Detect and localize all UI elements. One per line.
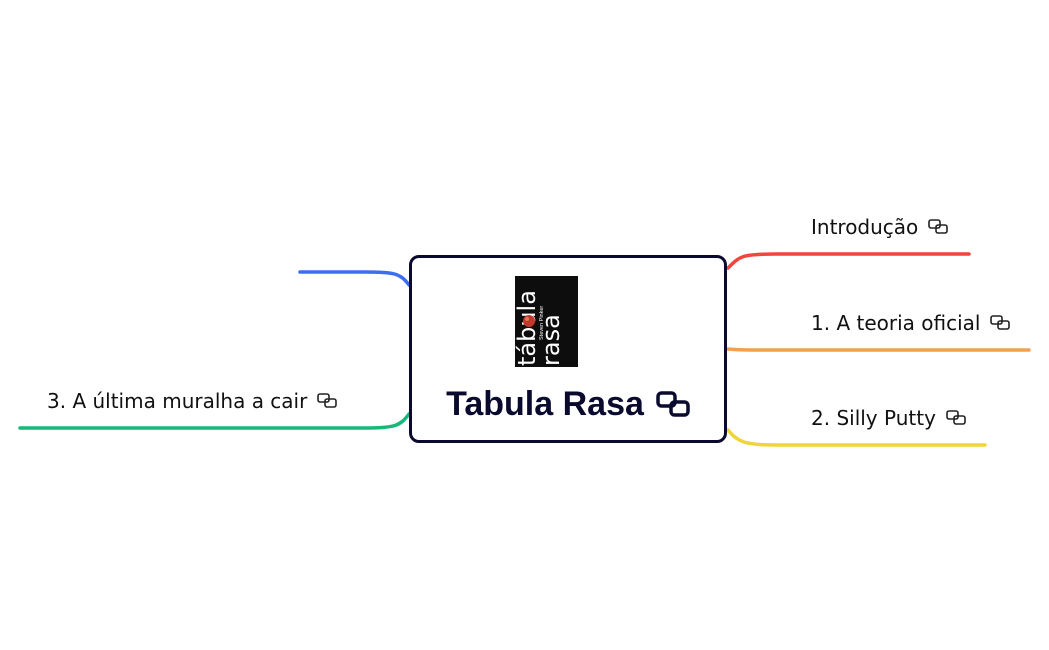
branch-label: 1. A teoria oficial	[811, 311, 981, 335]
branch-topic-ultima-muralha[interactable]: 3. A última muralha a cair	[47, 388, 338, 414]
central-title: Tabula Rasa	[412, 382, 724, 426]
link-icon[interactable]	[317, 393, 338, 409]
branch-topic-silly-putty[interactable]: 2. Silly Putty	[811, 405, 967, 431]
central-topic[interactable]: tábula rasa Steven Pinker Tabula Rasa	[409, 255, 727, 443]
branch-topic-introducao[interactable]: Introdução	[811, 214, 949, 240]
cover-red-ball	[523, 315, 535, 327]
cover-title-line1: tábula	[515, 290, 541, 366]
branch-label: 3. A última muralha a cair	[47, 389, 308, 413]
branch-line-silly-putty	[726, 428, 987, 447]
branch-line-introducao	[726, 252, 971, 270]
link-icon[interactable]	[946, 410, 967, 426]
branch-line-teoria-oficial	[726, 347, 1031, 352]
branch-line-blue	[298, 270, 411, 287]
cover-title-line2: rasa	[537, 314, 565, 366]
branch-label: Introdução	[811, 215, 919, 239]
book-cover-image: tábula rasa Steven Pinker	[515, 276, 578, 367]
link-icon[interactable]	[990, 315, 1011, 331]
branch-line-ultima-muralha	[18, 412, 411, 430]
branch-topic-teoria-oficial[interactable]: 1. A teoria oficial	[811, 310, 1011, 336]
central-title-text: Tabula Rasa	[446, 385, 644, 423]
cover-author: Steven Pinker	[539, 306, 545, 340]
link-icon[interactable]	[928, 219, 949, 235]
link-icon[interactable]	[656, 391, 690, 417]
branch-label: 2. Silly Putty	[811, 406, 936, 430]
